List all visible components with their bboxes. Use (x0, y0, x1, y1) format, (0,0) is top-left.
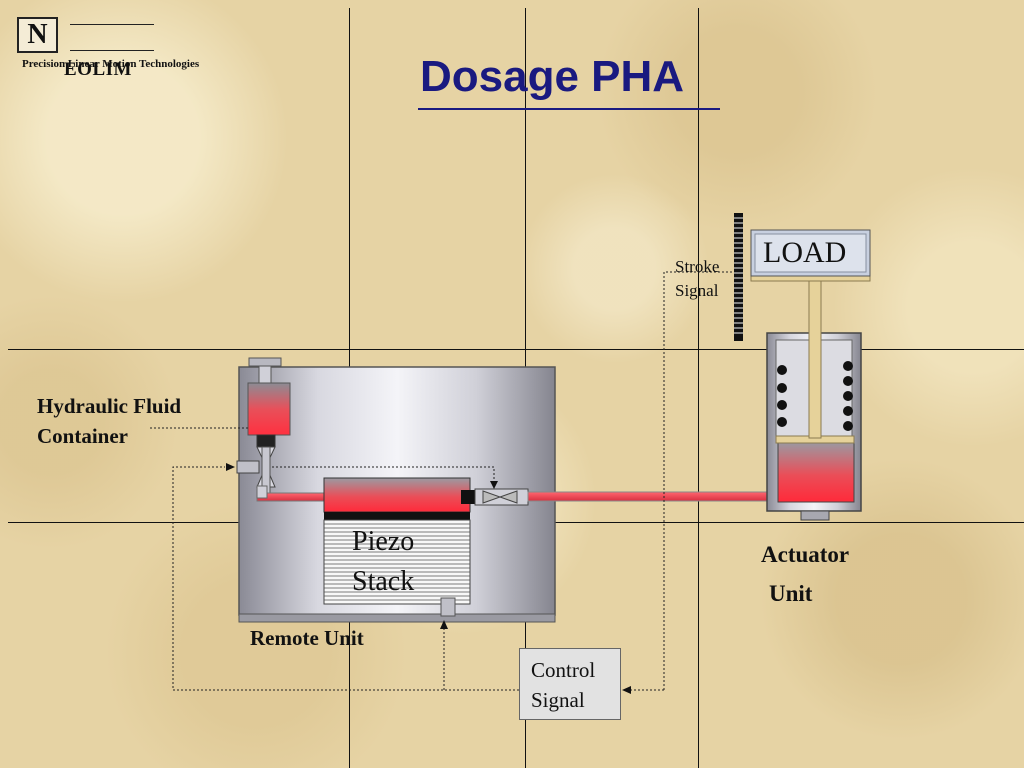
load-plate (750, 275, 871, 282)
piezo-diaphragm (324, 512, 470, 520)
logo-subtitle: Precision Linear Motion Technologies (22, 58, 200, 70)
fluid-reservoir (247, 382, 291, 436)
piezo-label-line2: Stack (352, 566, 415, 597)
control-label-line2: Signal (531, 688, 585, 712)
control-signal-box: Control Signal (519, 648, 621, 720)
logo-letter: N (27, 19, 48, 50)
piezo-chamber (323, 477, 471, 513)
signal-arrows (226, 463, 631, 694)
load-block-face (754, 233, 867, 273)
piezo-stack-foot (440, 597, 456, 617)
stroke-signal-label: Stroke Signal (675, 255, 719, 303)
stroke-label-line1: Stroke (675, 257, 720, 276)
valve-to-outlet-signal (272, 466, 495, 482)
remote-unit-base (238, 613, 556, 623)
actuator-fluid (777, 441, 855, 503)
logo-rule-bottom (70, 50, 154, 51)
logo-mark: N (17, 17, 58, 53)
actuator-unit-label: Actuator Unit (761, 535, 849, 613)
container-cap-stem (258, 365, 272, 385)
stroke-scale (734, 213, 743, 341)
control-feedback-loop (172, 466, 519, 691)
remote-unit-label: Remote Unit (250, 626, 364, 650)
control-label-line1: Control (531, 658, 596, 682)
piezo-stack (323, 519, 471, 605)
stroke-signal-line (663, 271, 733, 690)
hydraulic-line (527, 491, 781, 502)
internal-pipe-elbow (256, 485, 268, 499)
arrow-to-control-box (622, 686, 631, 694)
stroke-scale-ticks (734, 217, 743, 334)
arrow-to-valve-screw (226, 463, 235, 471)
outlet-valve-black (461, 490, 475, 504)
piezo-stack-label: Piezo Stack (352, 522, 414, 602)
logo-name: EOLIM (64, 59, 132, 80)
reservoir-neck (256, 434, 276, 448)
piezo-stack-layers (324, 523, 470, 601)
page-title: Dosage PHA (420, 52, 685, 101)
arrow-to-outlet-valve (490, 481, 498, 489)
spring-coils-left (777, 365, 787, 427)
arrow-to-piezo-foot (440, 620, 448, 629)
actuator-label-line2: Unit (769, 581, 813, 606)
grid-line-vertical-3 (698, 8, 699, 768)
valve-adjust-screw (236, 460, 260, 474)
piezo-label-line1: Piezo (352, 526, 415, 557)
actuator-base-foot (800, 510, 830, 521)
actuator-rod (808, 275, 822, 439)
actuator-label-line1: Actuator (761, 542, 850, 567)
hydraulic-label-line1: Hydraulic Fluid (37, 394, 182, 418)
stroke-label-line2: Signal (675, 281, 719, 300)
outlet-valve-cone (482, 490, 518, 504)
container-cap-knob (248, 357, 282, 367)
hydraulic-label-line2: Container (37, 424, 128, 448)
signal-lines (150, 271, 733, 691)
load-label: LOAD (763, 236, 847, 269)
hydraulic-fluid-container-label: Hydraulic Fluid Container (37, 391, 181, 451)
title-underline (418, 108, 720, 110)
spring-coils-right (843, 361, 853, 431)
grid-line-horizontal-1 (8, 349, 1024, 350)
logo-rule-top (70, 24, 154, 25)
